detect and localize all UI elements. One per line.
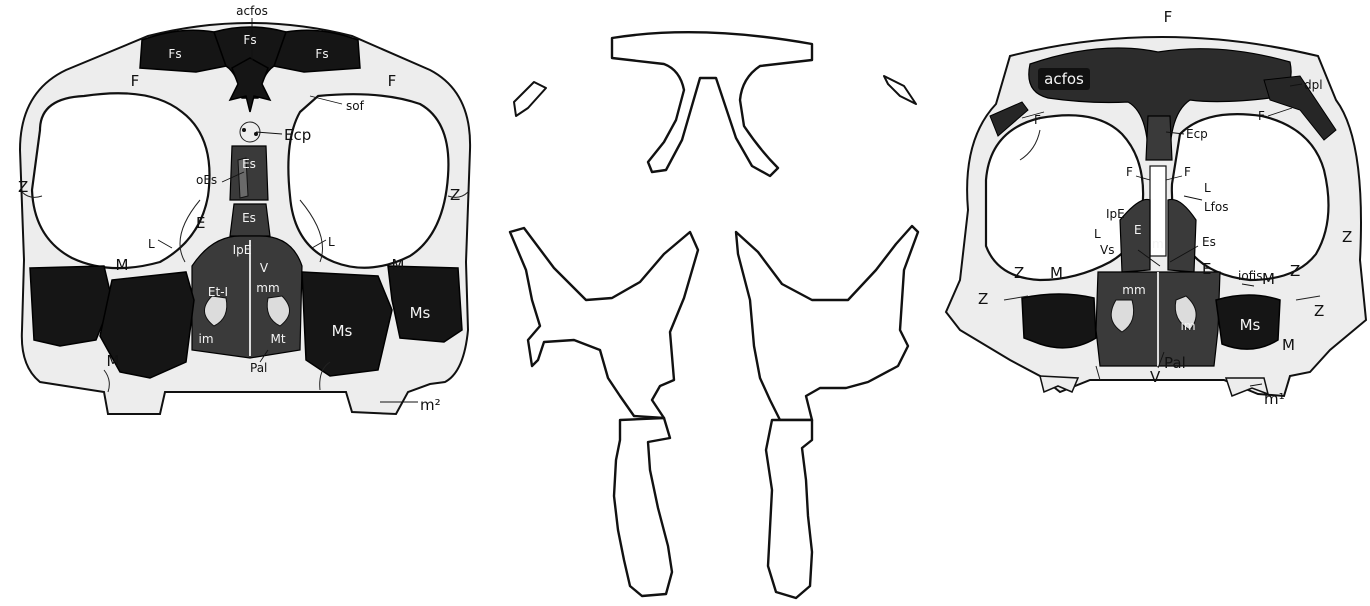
outline-right-column xyxy=(766,420,812,598)
outline-left-column xyxy=(614,418,672,596)
right-ethmoid-column xyxy=(1146,116,1172,160)
label-left-f-left: F xyxy=(131,72,140,90)
right-maxillary-sinus-left xyxy=(1022,294,1096,348)
label-right-m-lower: M xyxy=(1282,336,1295,354)
label-right-m1: m¹ xyxy=(1264,390,1285,408)
label-left-ecp: Ecp xyxy=(284,126,311,144)
label-left-im: im xyxy=(198,332,213,346)
label-left-l-left: L xyxy=(148,237,155,251)
label-right-z-right-upper: Z xyxy=(1342,228,1352,246)
label-left-oes: oEs xyxy=(196,173,217,187)
label-right-m-left: M xyxy=(1050,264,1063,282)
label-left-fs-right: Fs xyxy=(315,47,328,61)
label-left-es-lower: Es xyxy=(242,211,256,225)
label-right-z-far-right: Z xyxy=(1314,302,1324,320)
outline-left-wing xyxy=(510,228,698,418)
label-left-m2: m² xyxy=(420,396,441,414)
label-left-et-i: Et-I xyxy=(208,285,228,299)
label-right-lfos: Lfos xyxy=(1204,200,1229,214)
label-left-fs-mid: Fs xyxy=(243,33,256,47)
outline-right-wing xyxy=(736,226,918,420)
label-left-mt: Mt xyxy=(270,332,285,346)
right-skull-section: F acfos dpl F F Ecp F F L Lfos IpE E L V… xyxy=(946,8,1366,408)
label-right-pal: Pal xyxy=(1164,354,1186,372)
label-left-es-upper: Es xyxy=(242,157,256,171)
label-right-m-right: M xyxy=(1262,270,1275,288)
label-right-m: m xyxy=(1152,237,1164,251)
label-right-ecp: Ecp xyxy=(1186,127,1208,141)
outline-left-fragment xyxy=(514,82,546,116)
label-left-z-right: Z xyxy=(450,186,460,204)
label-right-vs: Vs xyxy=(1100,243,1114,257)
label-left-ipe: IpE xyxy=(233,243,252,257)
label-right-f-right: F xyxy=(1258,109,1265,123)
label-right-es: Es xyxy=(1202,235,1216,249)
label-right-ms: Ms xyxy=(1240,316,1261,334)
label-left-ms-right: Ms xyxy=(410,304,431,322)
outline-top-frontal xyxy=(612,32,812,176)
label-left-m-lower: M xyxy=(107,352,120,370)
label-right-z-right: Z xyxy=(1290,262,1300,280)
label-left-f-right: F xyxy=(388,72,397,90)
label-right-ipe: IpE xyxy=(1106,207,1125,221)
label-right-z-left: Z xyxy=(1014,264,1024,282)
middle-outline-figure xyxy=(510,32,918,598)
label-right-acfos: acfos xyxy=(1044,70,1084,88)
left-orbit-left xyxy=(32,93,210,268)
label-left-z-left: Z xyxy=(18,178,28,196)
label-left-pal: Pal xyxy=(250,361,267,375)
label-right-f-top: F xyxy=(1164,8,1173,26)
label-left-l-right: L xyxy=(328,235,335,249)
label-left-m-left-upper: M xyxy=(116,256,129,274)
label-right-f-mid-right: F xyxy=(1184,165,1191,179)
left-ethmoid-sinus-upper xyxy=(230,146,268,200)
label-right-mm: mm xyxy=(1122,283,1145,297)
label-left-v: V xyxy=(260,261,269,275)
left-frontal-sinus-left xyxy=(140,30,226,72)
label-right-l-mid: L xyxy=(1094,227,1101,241)
left-ecp-dot xyxy=(242,128,246,132)
label-left-sof: sof xyxy=(346,99,365,113)
label-left-mm: mm xyxy=(256,281,279,295)
left-orbit-right xyxy=(288,94,448,268)
label-right-z-far-left: Z xyxy=(978,290,988,308)
label-right-v: V xyxy=(1150,368,1161,386)
label-right-dpl: dpl xyxy=(1304,78,1323,92)
label-right-l-upper: L xyxy=(1204,181,1211,195)
label-right-f-mid-left: F xyxy=(1126,165,1133,179)
label-right-e-mid: E xyxy=(1134,223,1142,237)
left-ecp-dot-2 xyxy=(254,132,258,136)
right-orbit-left xyxy=(986,115,1143,280)
left-skull-section: acfos Fs Fs Fs F F sof Ecp Es oEs Es Z Z… xyxy=(18,4,470,414)
label-left-m-right-upper: M xyxy=(392,256,405,274)
label-right-im: im xyxy=(1180,319,1195,333)
outline-right-fragment xyxy=(884,76,916,104)
label-right-f-left: F xyxy=(1034,113,1041,127)
label-right-e-lower: E xyxy=(1202,260,1211,278)
label-left-e: E xyxy=(196,214,205,232)
label-left-acfos: acfos xyxy=(236,4,268,18)
label-right-iofis: iofis xyxy=(1238,269,1263,283)
label-left-ms-left: Ms xyxy=(332,322,353,340)
label-left-fs-left: Fs xyxy=(168,47,181,61)
